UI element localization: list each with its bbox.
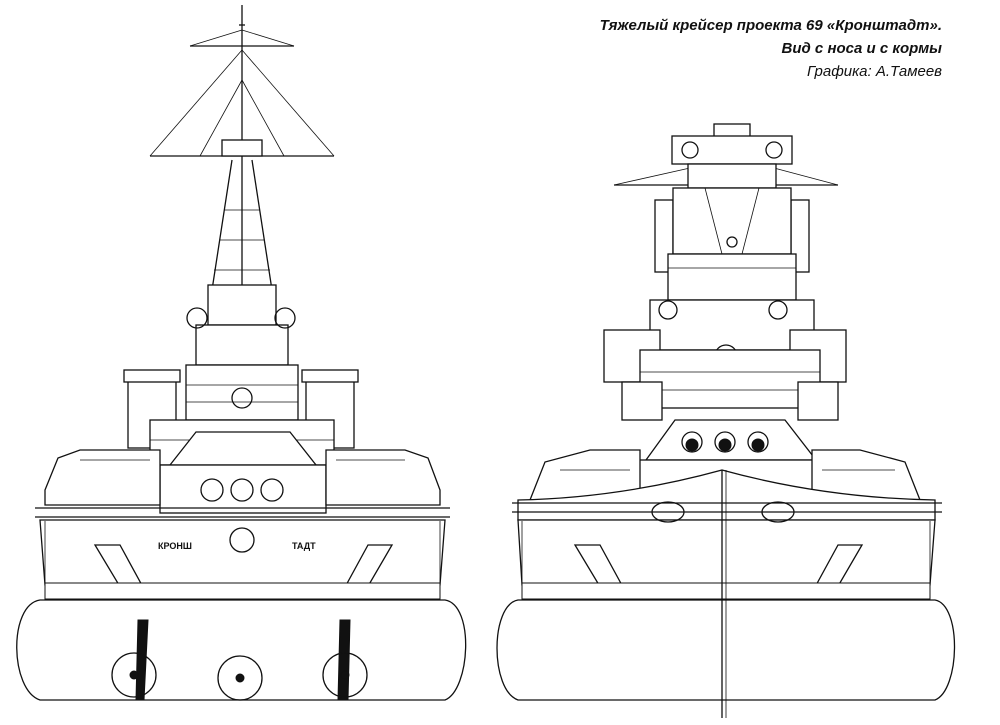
stern-nameplate-right: ТАДТ [292, 541, 316, 551]
bow-director-tower [613, 123, 839, 273]
stern-deckhouse [44, 449, 441, 506]
propeller-center-icon [217, 655, 263, 701]
stern-propellers [111, 619, 368, 701]
stern-view-drawing: КРОНШ ТАДТ [16, 5, 467, 701]
anchor-right-icon [761, 501, 795, 523]
bow-hull [496, 469, 956, 718]
stern-mast [149, 5, 335, 291]
propeller-right-icon [322, 652, 368, 698]
figure-caption: Тяжелый крейсер проекта 69 «Кронштадт». … [600, 14, 942, 83]
bow-view-drawing [496, 123, 956, 718]
bow-tower-body [603, 253, 847, 421]
stern-emblem-icon [229, 527, 255, 553]
stern-nameplate-left: КРОНШ [158, 541, 192, 551]
stern-hull: КРОНШ ТАДТ [16, 507, 467, 701]
anchor-left-icon [651, 501, 685, 523]
caption-title-line2: Вид с носа и с кормы [781, 40, 943, 57]
caption-credit: Графика: А.Тамеев [807, 63, 942, 80]
propeller-left-icon [111, 652, 157, 698]
caption-title-line1: Тяжелый крейсер проекта 69 «Кронштадт». [599, 17, 942, 34]
